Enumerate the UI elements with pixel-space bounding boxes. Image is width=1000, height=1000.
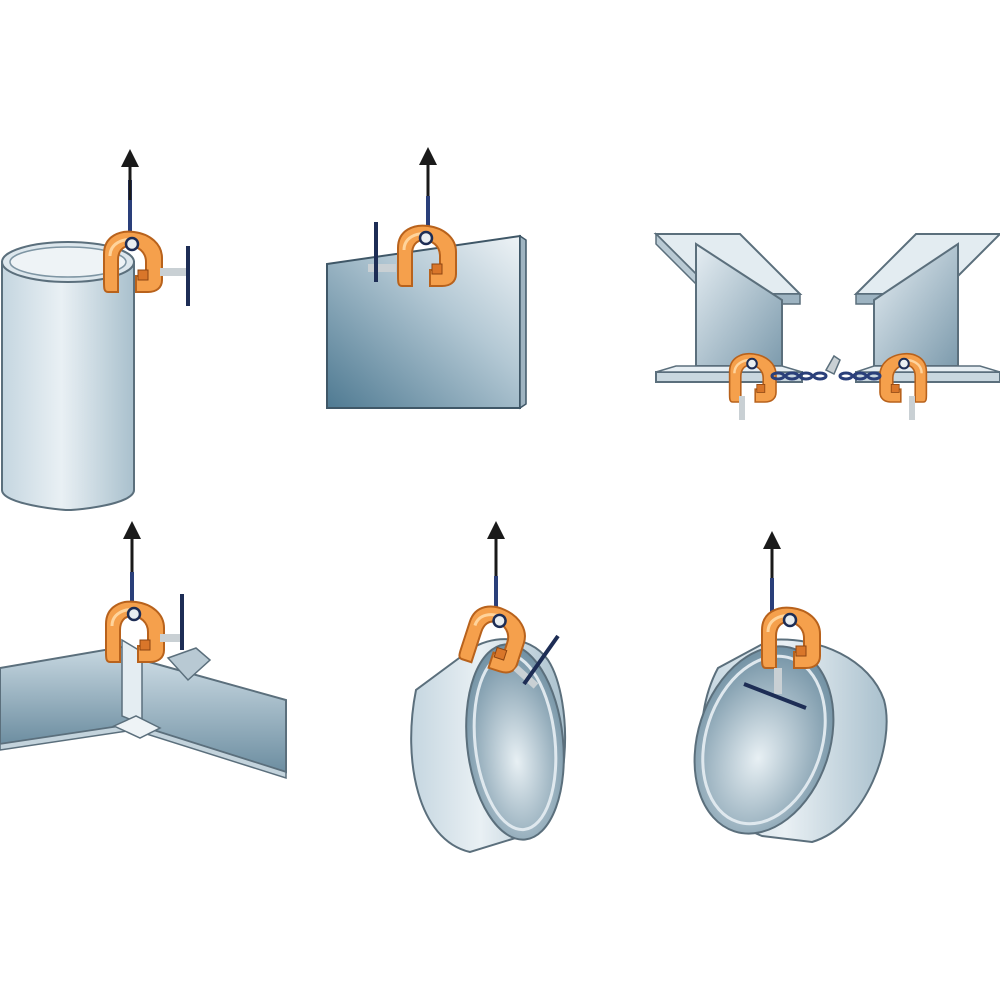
- scene-vertical-pipe: [1, 149, 190, 512]
- tightening-screw: [513, 665, 539, 689]
- pipe-body: [1, 261, 135, 512]
- scene-i-beams-with-chain: [653, 232, 1000, 420]
- steel-plate: [326, 234, 521, 409]
- scene-ring-inside-grip: [410, 521, 567, 854]
- i-beam-left: [653, 232, 803, 383]
- chain: [770, 371, 882, 381]
- chain-shackle: [824, 354, 841, 376]
- ring-opening: [465, 643, 565, 841]
- ring-opening: [693, 645, 835, 835]
- scene-corner-plate-assembly: [0, 521, 287, 780]
- screw-handle: [743, 682, 807, 710]
- plate-right: [132, 658, 287, 774]
- i-beam-right: [853, 233, 1000, 383]
- scene-ring-outside-grip: [693, 531, 888, 844]
- gusset-plate: [166, 647, 212, 682]
- scene-vertical-plate: [326, 147, 527, 410]
- screw-handle: [522, 634, 560, 686]
